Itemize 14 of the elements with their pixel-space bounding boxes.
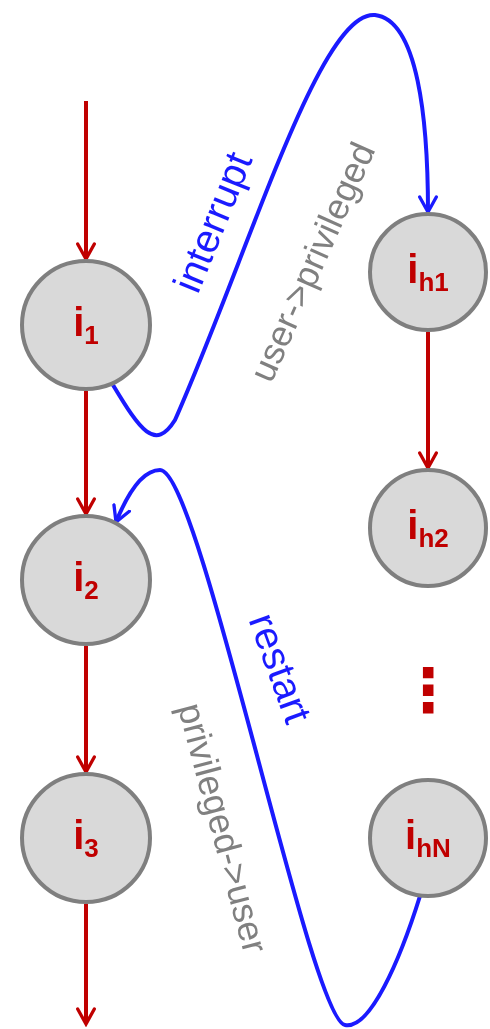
instruction-label: i$_{1}$ (73, 302, 99, 348)
instruction-label: i$_{2}$ (73, 557, 99, 603)
arrow (112, 468, 422, 1027)
arrow (76, 391, 96, 516)
arrow (111, 13, 438, 437)
instruction-label: i$_{h2}$ (407, 505, 449, 551)
arrow (76, 646, 96, 774)
instruction-label: i$_{h1}$ (407, 249, 449, 295)
instruction-label: i$_{3}$ (73, 815, 99, 861)
ellipsis-dots: ⋮ (398, 660, 458, 720)
arrow (418, 332, 438, 470)
arrow (76, 101, 96, 261)
instruction-label: i$_{hN}$ (405, 815, 451, 861)
arrow (76, 904, 96, 1026)
